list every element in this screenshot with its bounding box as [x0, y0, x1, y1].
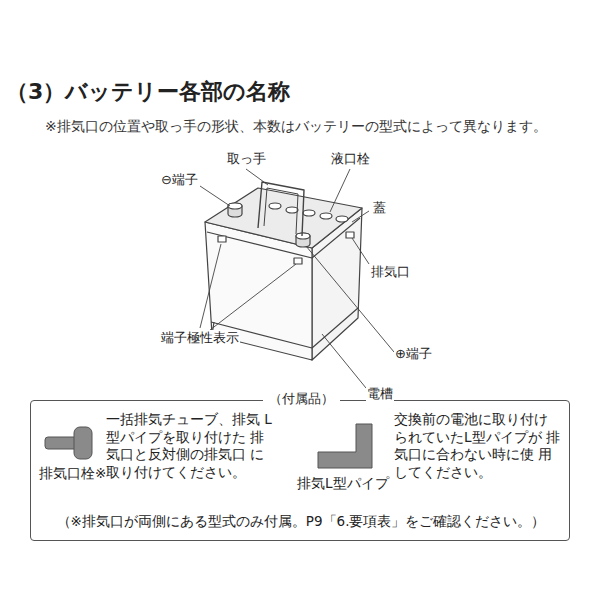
leader-line — [322, 334, 366, 388]
page-title: （3）バッテリー各部の名称 — [6, 78, 290, 106]
part-label: ⊕端子 — [394, 346, 433, 362]
leader-line — [210, 264, 296, 330]
panel-heading: （付属品） — [263, 391, 340, 408]
leader-line — [352, 211, 369, 222]
cell-cap — [320, 213, 332, 219]
handle — [258, 182, 304, 236]
cell-cap — [303, 210, 315, 216]
part-label: ⊖端子 — [160, 172, 199, 188]
vent-plug-icon — [45, 437, 77, 449]
l-pipe-icon — [318, 424, 372, 468]
instruction-text: 一括排気チューブ、排気 L型パイプを取り付けた 排気口と反対側の排気口 に取り付… — [106, 411, 274, 481]
cell-cap — [286, 207, 298, 213]
handle — [264, 188, 298, 234]
accessory-panel: （付属品）一括排気チューブ、排気 L型パイプを取り付けた 排気口と反対側の排気口… — [30, 400, 570, 541]
leader-line — [246, 169, 268, 185]
leader-line — [330, 169, 350, 212]
part-label: 蓋 — [372, 200, 387, 216]
part-label: 電槽 — [366, 386, 394, 402]
vent-plug-icon — [74, 427, 92, 459]
lid-rim — [207, 218, 360, 258]
leader-line — [306, 246, 394, 352]
positive-terminal — [296, 233, 310, 247]
battery-lid — [205, 188, 362, 248]
negative-terminal — [228, 203, 242, 217]
part-label: 液口栓 — [330, 151, 371, 167]
polarity-mark — [294, 258, 302, 264]
polarity-mark — [218, 236, 226, 242]
cell-cap — [336, 216, 348, 222]
note-text: ※排気口の位置や取っ手の形状、本数はバッテリーの型式によって異なります。 — [45, 118, 547, 136]
leader-line — [200, 244, 221, 328]
vent — [346, 232, 354, 238]
part-label: 排気口 — [370, 264, 411, 280]
leader-line — [352, 238, 369, 264]
item-label: 排気L型パイプ — [297, 475, 389, 493]
part-label: 端子極性表示 — [160, 330, 240, 346]
instruction-text: 交換前の電池に取り付け られていたL型パイプが 排気口に合わない時に使 用してく… — [394, 411, 566, 481]
footnote-text: （※排気口が両側にある型式のみ付属。P9「6.要項表」をご確認ください。） — [57, 513, 546, 531]
item-label: 排気口栓※ — [39, 465, 106, 483]
leader-line — [200, 186, 230, 206]
part-label: 取っ手 — [226, 151, 267, 167]
cell-cap — [269, 203, 281, 209]
positive-terminal — [296, 233, 310, 239]
negative-terminal — [228, 203, 242, 209]
